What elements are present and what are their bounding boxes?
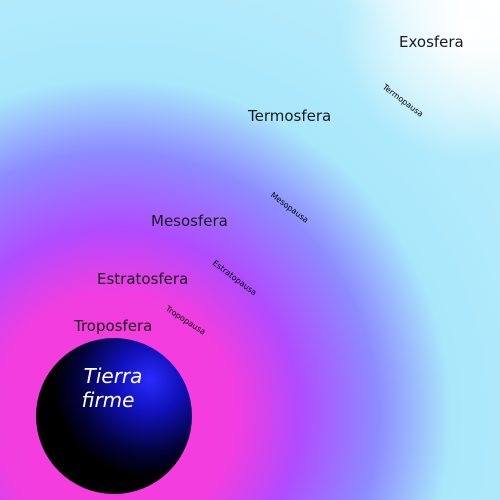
exosphere-label: Exosfera bbox=[399, 33, 464, 51]
stratosphere-label: Estratosfera bbox=[97, 270, 188, 288]
earth-label-line1: Tierra bbox=[84, 364, 143, 388]
earth-globe bbox=[36, 338, 192, 494]
thermosphere-label: Termosfera bbox=[247, 107, 331, 125]
troposphere-label: Troposfera bbox=[73, 317, 152, 335]
earth-label-line2: firme bbox=[82, 388, 135, 412]
mesosphere-label: Mesosfera bbox=[151, 212, 228, 230]
